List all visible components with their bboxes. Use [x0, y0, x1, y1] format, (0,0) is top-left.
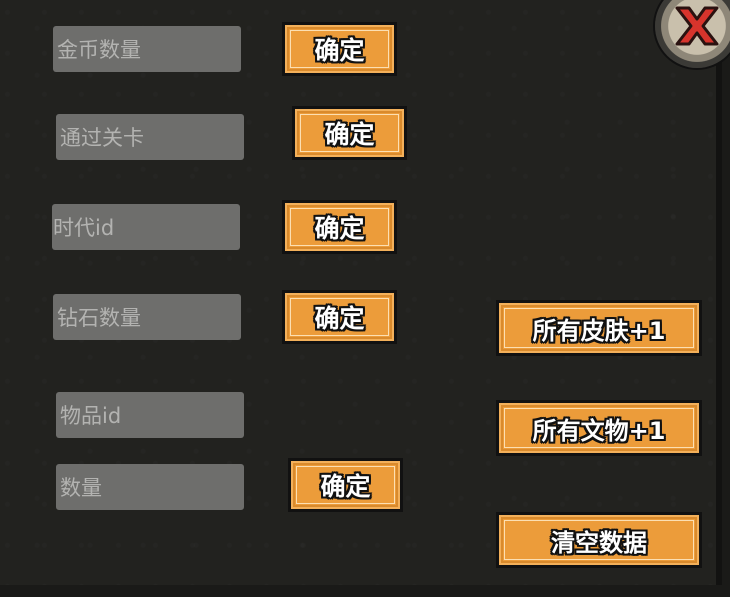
diamond-amount-input[interactable]: 钻石数量 — [53, 294, 241, 340]
cheat-panel: 金币数量 确定 通过关卡 确定 时代id 确定 钻石数量 确定 物品id 数量 … — [0, 0, 722, 585]
confirm-era-label: 确定 — [314, 214, 365, 243]
close-button[interactable] — [655, 0, 730, 68]
clear-data-label: 清空数据 — [551, 528, 647, 557]
levels-passed-input[interactable]: 通过关卡 — [56, 114, 244, 160]
close-icon — [675, 6, 719, 46]
era-id-input[interactable]: 时代id — [52, 204, 240, 250]
confirm-era-button[interactable]: 确定 — [282, 200, 397, 254]
gold-amount-input[interactable]: 金币数量 — [53, 26, 241, 72]
all-skins-plus-one-button[interactable]: 所有皮肤+1 — [496, 300, 702, 356]
item-quantity-input[interactable]: 数量 — [56, 464, 244, 510]
confirm-diamond-button[interactable]: 确定 — [282, 290, 397, 344]
confirm-levels-label: 确定 — [324, 120, 375, 149]
all-skins-plus-one-label: 所有皮肤+1 — [532, 316, 666, 345]
all-relics-plus-one-button[interactable]: 所有文物+1 — [496, 400, 702, 456]
confirm-item-button[interactable]: 确定 — [288, 458, 403, 512]
confirm-levels-button[interactable]: 确定 — [292, 106, 407, 160]
clear-data-button[interactable]: 清空数据 — [496, 512, 702, 568]
confirm-gold-button[interactable]: 确定 — [282, 22, 397, 76]
confirm-item-label: 确定 — [320, 472, 371, 501]
all-relics-plus-one-label: 所有文物+1 — [532, 416, 666, 445]
confirm-diamond-label: 确定 — [314, 304, 365, 333]
confirm-gold-label: 确定 — [314, 36, 365, 65]
item-id-input[interactable]: 物品id — [56, 392, 244, 438]
